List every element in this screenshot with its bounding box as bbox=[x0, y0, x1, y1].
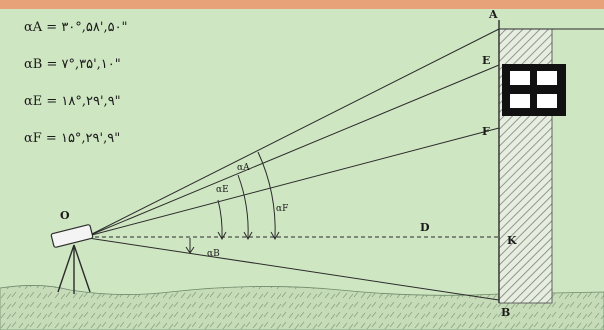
tripod-leg bbox=[73, 244, 91, 293]
label-e: E bbox=[482, 54, 490, 67]
theodolite-instrument bbox=[50, 224, 94, 248]
window-pane bbox=[537, 94, 557, 108]
ground-terrain bbox=[0, 285, 604, 330]
window-pane bbox=[510, 71, 530, 85]
arc-alpha-f bbox=[217, 199, 223, 239]
sight-line-e bbox=[87, 64, 500, 237]
label-f: F bbox=[482, 125, 490, 138]
label-alpha-a: αA bbox=[237, 163, 250, 173]
formula-alpha-a: αA = ۳۰°,۵۸',۵۰" bbox=[24, 20, 128, 35]
arrow-head bbox=[243, 231, 253, 241]
top-bar bbox=[0, 0, 604, 9]
label-o: O bbox=[60, 209, 70, 222]
label-a: A bbox=[488, 8, 498, 21]
arrow-head bbox=[185, 246, 195, 254]
label-d: D bbox=[420, 221, 430, 234]
label-alpha-b: αB bbox=[207, 249, 220, 259]
label-k: K bbox=[507, 234, 517, 247]
sight-line-f bbox=[87, 127, 500, 237]
formula-alpha-f: αF = ۱۵°,۲۹',۹" bbox=[24, 131, 121, 146]
arc-alpha-a bbox=[257, 151, 276, 239]
window-pane bbox=[510, 94, 530, 108]
formula-alpha-b: αB = ۷°,۳۵',۱۰" bbox=[24, 57, 121, 72]
formula-alpha-e: αE = ۱۸°,۲۹',۹" bbox=[24, 94, 121, 109]
arrow-head bbox=[217, 231, 227, 241]
label-alpha-e: αE bbox=[216, 185, 229, 195]
label-alpha-f: αF bbox=[276, 204, 288, 214]
tripod-leg bbox=[57, 244, 75, 293]
label-b: B bbox=[501, 306, 510, 319]
sight-line-b bbox=[87, 237, 500, 301]
sight-line-a bbox=[87, 28, 500, 237]
window-pane bbox=[537, 71, 557, 85]
arrow-head bbox=[270, 231, 280, 241]
arc-alpha-e bbox=[237, 174, 249, 239]
